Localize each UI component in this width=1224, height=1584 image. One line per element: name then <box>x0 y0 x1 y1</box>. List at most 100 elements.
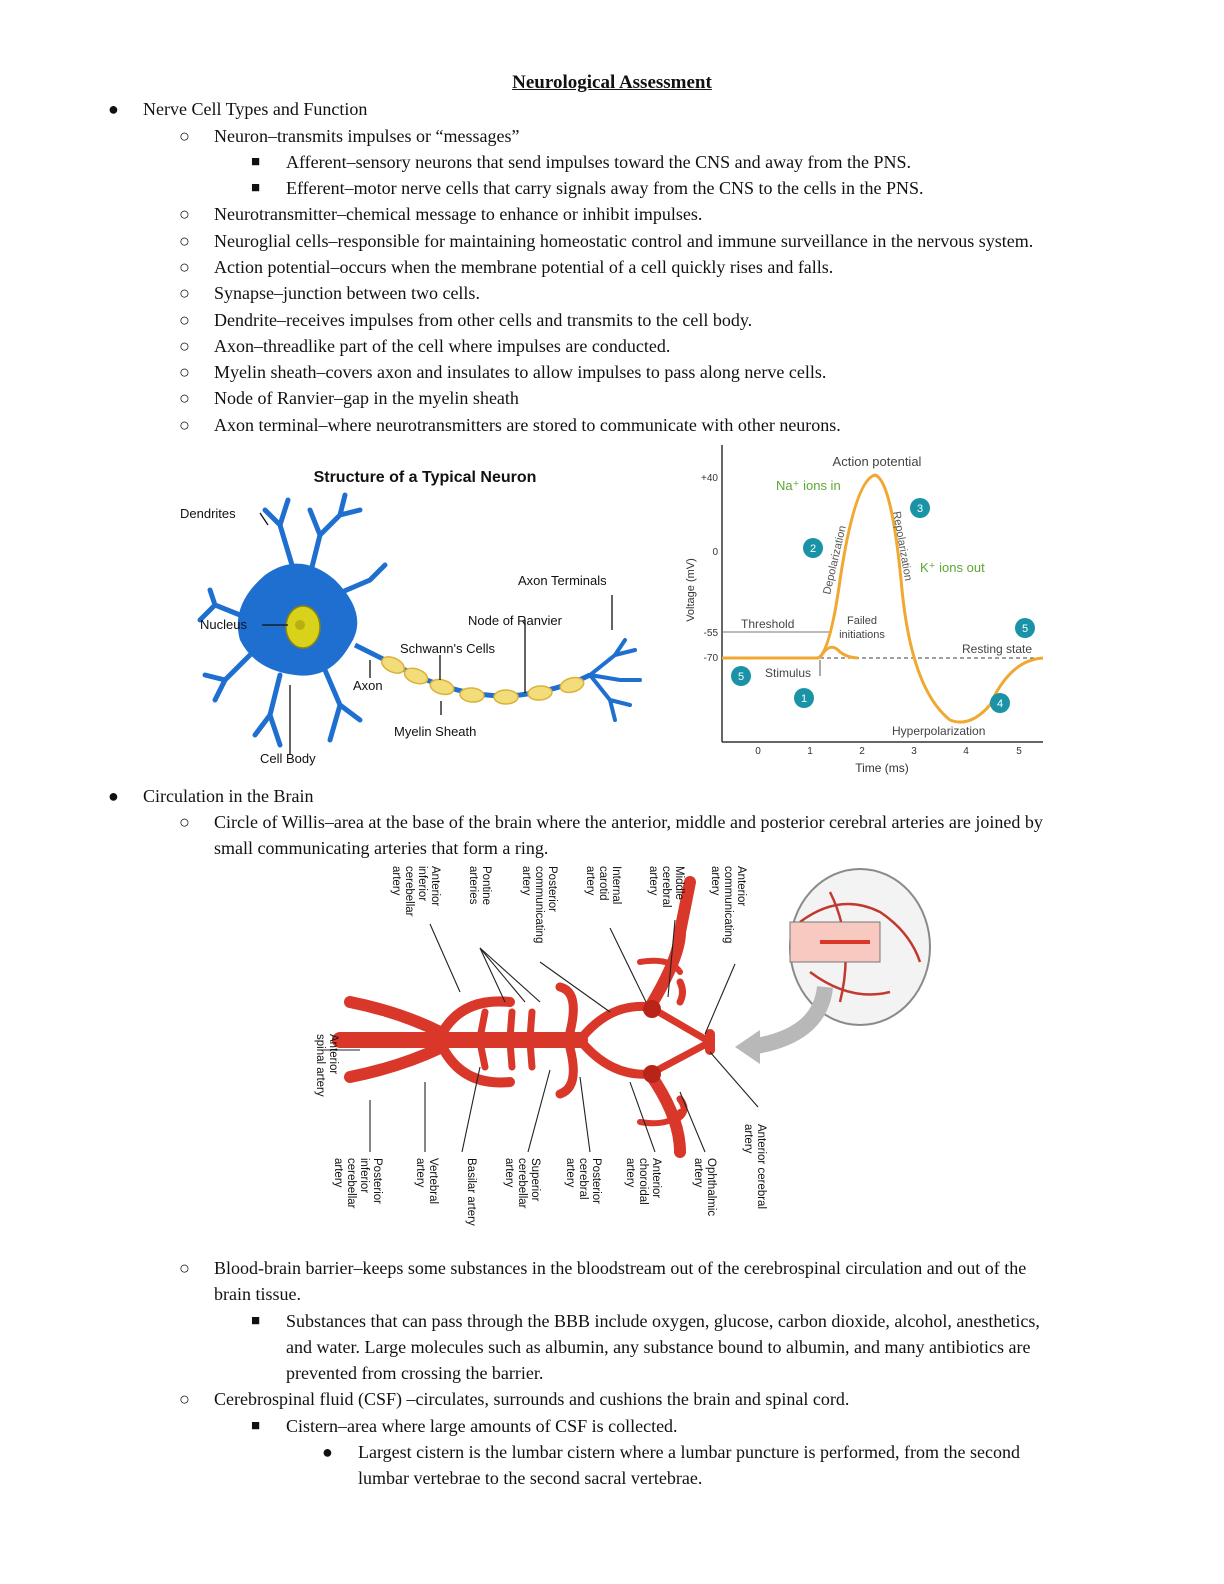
ap-repol-label: Repolarization <box>890 510 914 581</box>
svg-text:Anterior choroidal: Anterior choroidal artery <box>624 1158 662 1208</box>
ap-title: Action potential <box>833 454 922 469</box>
bullet-disc: ● <box>108 786 119 806</box>
ap-resting-label: Resting state <box>962 642 1032 656</box>
list-item: Afferent–sensory neurons that send impul… <box>286 152 912 172</box>
svg-text:Superior cerebellar: Superior cerebellar artery <box>503 1158 541 1212</box>
ap-ytick: -70 <box>704 653 719 664</box>
label-node-ranvier: Node of Ranvier <box>468 613 563 628</box>
ap-threshold-label: Threshold <box>741 617 794 631</box>
bullet-circle: ○ <box>179 336 190 356</box>
list-item: Neurotransmitter–chemical message to enh… <box>214 204 703 224</box>
ap-step-marker: 2 <box>803 538 823 558</box>
list-item: Cerebrospinal fluid (CSF) –circulates, s… <box>214 1389 850 1409</box>
list-item: Axon terminal–where neurotransmitters ar… <box>214 415 841 435</box>
ap-hyper-label: Hyperpolarization <box>892 724 985 738</box>
bullet-circle: ○ <box>179 126 190 146</box>
svg-text:Anterior cerebral arte: Anterior cerebral artery <box>742 1124 767 1212</box>
ap-stimulus-label: Stimulus <box>765 666 811 680</box>
list-item-continuation: prevented from crossing the barrier. <box>286 1363 544 1383</box>
willis-bottom-labels: Posterior inferior cerebellar artery Ver… <box>332 1124 767 1226</box>
neuron-structure-diagram: Structure of a Typical Neuron <box>180 469 642 766</box>
list-item: Node of Ranvier–gap in the myelin sheath <box>214 388 519 408</box>
label-myelin: Myelin Sheath <box>394 724 476 739</box>
brain-illustration <box>735 868 931 1064</box>
axon-terminals <box>588 638 642 722</box>
list-item: Synapse–junction between two cells. <box>214 283 480 303</box>
ap-ytick: +40 <box>701 473 718 484</box>
bullet-disc: ● <box>108 99 119 119</box>
label-schwann: Schwann's Cells <box>400 641 495 656</box>
bullet-circle: ○ <box>179 812 190 832</box>
list-item: Action potential–occurs when the membran… <box>214 257 834 277</box>
bullet-square: ■ <box>251 1418 261 1434</box>
label-nucleus: Nucleus <box>200 617 247 632</box>
ap-xtick: 0 <box>755 746 761 757</box>
section-heading: Nerve Cell Types and Function <box>143 99 368 119</box>
svg-text:Posterior inferior: Posterior inferior cerebellar artery <box>332 1158 383 1212</box>
ap-xtick: 5 <box>1016 746 1022 757</box>
ap-step-marker: 3 <box>910 498 930 518</box>
list-item: Circle of Willis–area at the base of the… <box>214 812 1043 832</box>
label-dendrites: Dendrites <box>180 506 236 521</box>
list-item: Blood-brain barrier–keeps some substance… <box>214 1258 1027 1278</box>
svg-text:Posterior communicatin: Posterior communicating artery <box>520 866 558 947</box>
svg-text:1: 1 <box>801 693 807 705</box>
willis-top-labels: Anterior inferior cerebellar artery Pont… <box>390 866 747 947</box>
ap-step-marker: 4 <box>990 693 1010 713</box>
label-axon-terminals: Axon Terminals <box>518 573 607 588</box>
action-potential-chart: Action potential Voltage (mV) Time (ms) … <box>685 445 1044 775</box>
bullet-square: ■ <box>251 1313 261 1329</box>
svg-text:Internal carotid: Internal carotid artery <box>584 866 622 908</box>
ap-xtick: 1 <box>807 746 813 757</box>
svg-text:Vertebral artery: Vertebral artery <box>414 1158 439 1207</box>
bullet-circle: ○ <box>179 415 190 435</box>
list-item: Dendrite–receives impulses from other ce… <box>214 310 753 330</box>
section-heading: Circulation in the Brain <box>143 786 314 806</box>
bullet-square: ■ <box>251 154 261 170</box>
svg-text:2: 2 <box>810 543 816 555</box>
ap-failed-label: Failed <box>847 615 877 627</box>
bullet-disc: ● <box>322 1442 333 1462</box>
ap-xtick: 2 <box>859 746 865 757</box>
bullet-circle: ○ <box>179 362 190 382</box>
svg-text:Anterior communicating: Anterior communicating artery <box>709 866 747 947</box>
label-cell-body: Cell Body <box>260 751 316 766</box>
list-item-continuation: lumbar vertebrae to the second sacral ve… <box>358 1468 703 1488</box>
ap-ytick: -55 <box>704 628 719 639</box>
bullet-circle: ○ <box>179 283 190 303</box>
svg-text:3: 3 <box>917 503 923 515</box>
label-axon: Axon <box>353 678 383 693</box>
list-item: Neuron–transmits impulses or “messages” <box>214 126 520 146</box>
svg-text:Pontine arteries: Pontine arteries <box>467 866 492 908</box>
list-item: Myelin sheath–covers axon and insulates … <box>214 362 827 382</box>
ap-failed-label: initiations <box>839 629 885 641</box>
myelin-segments <box>380 656 585 705</box>
circle-of-willis-diagram: Anterior spinal artery Anterior inferior… <box>314 866 931 1226</box>
ap-step-marker: 1 <box>794 688 814 708</box>
neuron-diagram-title: Structure of a Typical Neuron <box>314 469 537 486</box>
ap-step-marker: 5 <box>731 666 751 686</box>
carotid-cross-section <box>643 1000 661 1018</box>
ap-k-label: K⁺ ions out <box>920 560 985 575</box>
list-item: Efferent–motor nerve cells that carry si… <box>286 178 924 198</box>
svg-text:4: 4 <box>997 698 1003 710</box>
ap-na-label: Na⁺ ions in <box>776 478 841 493</box>
svg-text:Anterior spinal artery: Anterior spinal artery <box>314 1034 339 1097</box>
svg-text:Ophthalmic artery: Ophthalmic artery <box>692 1158 717 1219</box>
svg-text:Anterior inferior: Anterior inferior cerebellar artery <box>390 866 441 920</box>
svg-text:Posterior cerebral: Posterior cerebral artery <box>564 1158 602 1207</box>
list-item-continuation: and water. Large molecules such as album… <box>286 1337 1031 1357</box>
list-item-continuation: small communicating arteries that form a… <box>214 838 549 858</box>
svg-text:5: 5 <box>738 671 744 683</box>
svg-text:Middle cerebral: Middle cerebral artery <box>647 866 685 911</box>
ap-ytick: 0 <box>712 547 718 558</box>
ap-xtick: 4 <box>963 746 969 757</box>
carotid-cross-section <box>643 1065 661 1083</box>
callout-lines <box>320 919 759 1153</box>
ap-curve <box>722 473 1044 724</box>
bullet-circle: ○ <box>179 231 190 251</box>
bullet-circle: ○ <box>179 204 190 224</box>
page-title: Neurological Assessment <box>512 72 712 93</box>
bullet-circle: ○ <box>179 1258 190 1278</box>
